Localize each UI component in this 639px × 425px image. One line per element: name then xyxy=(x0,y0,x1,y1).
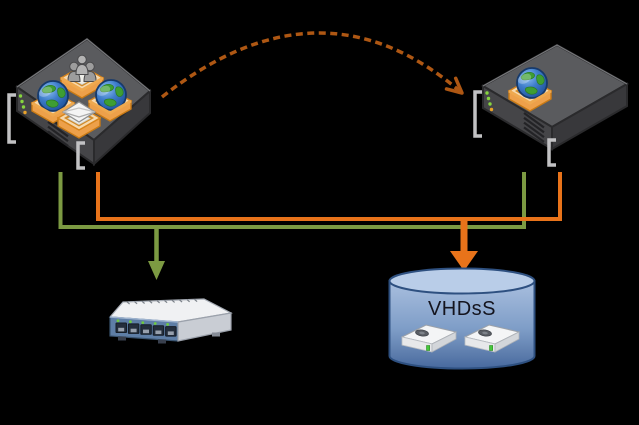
storage-label: VHDsS xyxy=(428,298,496,320)
storage-cylinder-icon: VHDsS xyxy=(388,267,536,370)
rack-handle-icon xyxy=(7,93,16,144)
switch-foot xyxy=(212,332,220,337)
dashed-arc xyxy=(160,31,464,99)
green-elbow-line xyxy=(58,172,526,229)
envelope-icon xyxy=(61,101,97,123)
switch-foot xyxy=(158,339,166,344)
cylinder-top xyxy=(388,267,536,295)
orange-arrowhead-icon xyxy=(450,251,478,271)
globe-icon xyxy=(508,67,552,105)
server-edge-highlight xyxy=(16,38,151,92)
globe-icon xyxy=(88,79,132,115)
network-switch-icon xyxy=(108,298,233,344)
source-server-icon xyxy=(7,37,152,170)
network-connection-green xyxy=(58,172,526,280)
switch-port xyxy=(115,319,127,333)
status-leds xyxy=(485,91,494,112)
switch-ports xyxy=(115,319,177,337)
switch-foot xyxy=(118,336,126,341)
orange-elbow-line xyxy=(96,172,562,221)
destination-server-icon xyxy=(473,43,630,167)
people-group-icon xyxy=(60,54,104,92)
arc-arrowhead-icon xyxy=(444,76,464,95)
rack-handle-icon xyxy=(547,138,556,167)
live-migration-arc xyxy=(160,31,464,99)
switch-vent-ticks xyxy=(126,298,198,305)
switch-port xyxy=(140,321,152,335)
switch-port xyxy=(165,323,177,337)
server-edge-highlight xyxy=(482,44,628,87)
rack-handle-icon xyxy=(76,141,85,170)
green-arrowhead-icon xyxy=(148,261,165,280)
server-vents xyxy=(523,112,545,143)
storage-connection-orange xyxy=(96,172,562,271)
rack-handle-icon xyxy=(473,90,482,138)
switch-port xyxy=(152,322,165,336)
switch-front-highlight xyxy=(109,316,179,323)
switch-side-face xyxy=(177,312,232,342)
switch-port xyxy=(127,320,140,334)
globe-icon xyxy=(31,80,75,117)
status-leds xyxy=(18,94,27,115)
